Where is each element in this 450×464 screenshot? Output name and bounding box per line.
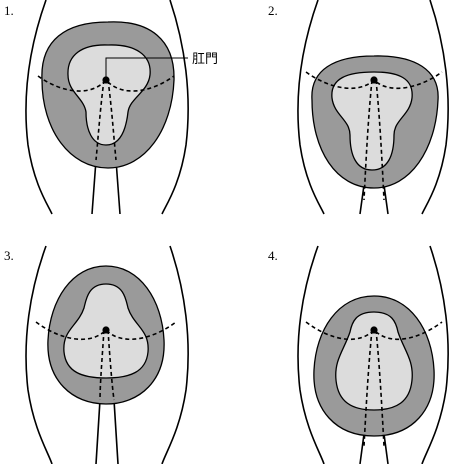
- panel-2-anus-marker: [370, 76, 378, 84]
- panel-3-anus-marker: [102, 326, 110, 334]
- panel-4-body-outline-left: [297, 245, 325, 464]
- panel-4: 4.: [268, 245, 449, 464]
- panel-1-body-outline-left: [25, 0, 53, 215]
- panel-4-leg-right: [383, 433, 389, 464]
- panel-2-body-outline-left: [297, 0, 325, 215]
- panel-2-leg-left: [359, 184, 365, 215]
- panel-2-number: 2.: [268, 3, 278, 18]
- panel-4-body-outline-right: [421, 245, 449, 464]
- panel-1-body-outline-right: [161, 0, 189, 215]
- panel-3-body-outline-right: [161, 245, 189, 464]
- panel-1-cleft-left: [95, 79, 105, 161]
- panel-3: 3.: [4, 245, 189, 464]
- panel-3-number: 3.: [4, 248, 14, 263]
- panel-4-anus-marker: [370, 326, 378, 334]
- panel-3-cleft-right: [107, 329, 115, 401]
- panel-1-number: 1.: [4, 3, 14, 18]
- panel-2-cleft-left: [363, 79, 373, 201]
- panel-1-leg-right: [115, 159, 121, 215]
- anus-callout-label: 肛門: [192, 51, 218, 66]
- panel-2-leg-right: [383, 184, 389, 215]
- panel-3-cleft-left: [99, 329, 105, 401]
- panel-2: 2.: [268, 0, 449, 215]
- panel-4-inner-zone: [335, 311, 413, 411]
- panel-1-leg-left: [91, 159, 97, 215]
- panel-3-leg-right: [113, 399, 119, 464]
- panel-3-leg-left: [95, 399, 101, 464]
- panel-2-body-outline-right: [421, 0, 449, 215]
- panel-4-cleft-left: [363, 329, 373, 447]
- panel-1-callout-leader: [105, 57, 188, 80]
- panel-2-cleft-right: [375, 79, 385, 201]
- panel-2-inner-zone: [331, 71, 413, 171]
- panel-3-body-outline-left: [25, 245, 53, 464]
- panel-4-leg-left: [359, 433, 365, 464]
- panel-1-inner-zone: [67, 44, 151, 146]
- panel-1-gluteal-fold: [37, 75, 175, 92]
- panel-4-number: 4.: [268, 248, 278, 263]
- panel-1-cleft-right: [107, 79, 117, 161]
- panel-3-gluteal-fold: [35, 321, 177, 341]
- panel-1: 1. 肛門: [4, 0, 218, 215]
- panel-4-cleft-right: [375, 329, 385, 447]
